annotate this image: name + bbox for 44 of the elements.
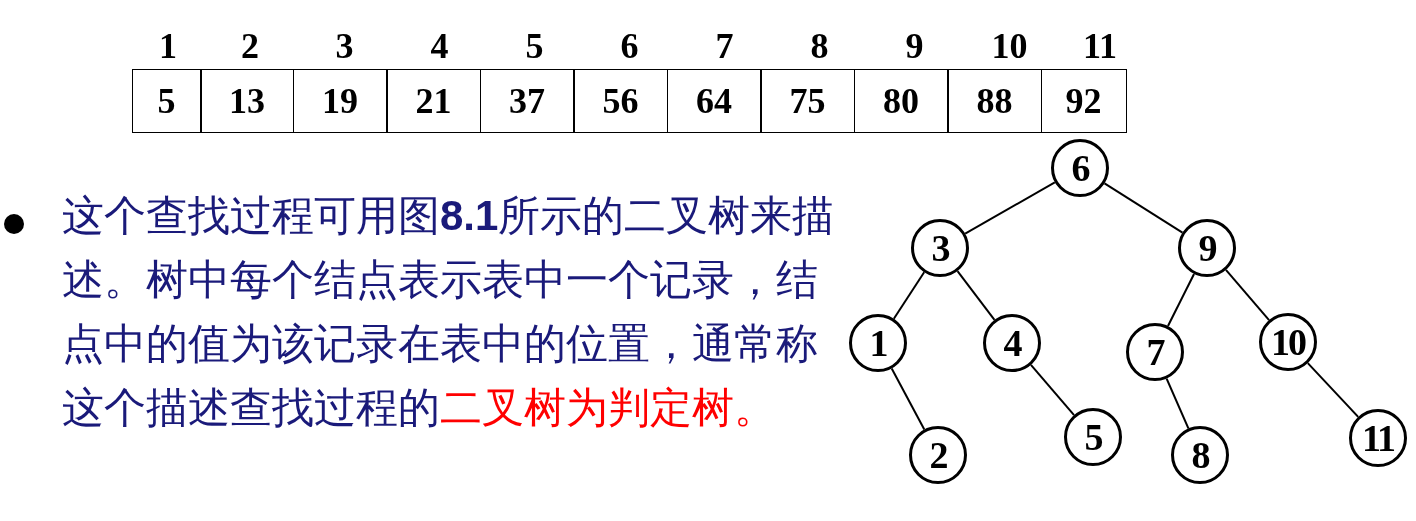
tree-node-circle: 5 bbox=[1064, 408, 1122, 466]
tree-node-circle: 7 bbox=[1126, 323, 1184, 381]
tree-edge bbox=[1224, 268, 1271, 322]
tree-edge bbox=[1165, 377, 1190, 430]
table-cell: 19 bbox=[292, 69, 388, 133]
table-cell: 5 bbox=[131, 69, 202, 133]
tree-node-circle: 9 bbox=[1178, 219, 1236, 277]
index-number: 7 bbox=[714, 28, 735, 64]
tree-edge bbox=[964, 181, 1056, 235]
tree-edge bbox=[1306, 362, 1360, 418]
tree-edge bbox=[1166, 272, 1196, 328]
index-number: 10 bbox=[990, 28, 1029, 64]
table-cell: 92 bbox=[1040, 69, 1127, 133]
index-number: 6 bbox=[619, 28, 640, 64]
tree-node-circle: 10 bbox=[1259, 313, 1317, 371]
tree-node-circle: 4 bbox=[983, 314, 1041, 372]
tree-node-circle: 1 bbox=[849, 314, 907, 372]
table-cell: 13 bbox=[200, 69, 294, 133]
tree-edge bbox=[1103, 182, 1184, 234]
table-cell: 21 bbox=[386, 69, 481, 133]
table-cell: 64 bbox=[666, 69, 762, 133]
tree-edge bbox=[956, 270, 996, 321]
tree-node-circle: 3 bbox=[911, 219, 969, 277]
tree-edge bbox=[892, 271, 926, 320]
tree-edge bbox=[1029, 363, 1076, 417]
tree-node-circle: 2 bbox=[909, 426, 967, 484]
index-number: 3 bbox=[334, 28, 355, 64]
index-number: 4 bbox=[429, 28, 450, 64]
table-cell: 56 bbox=[573, 69, 668, 133]
table-cell: 75 bbox=[760, 69, 855, 133]
tree-edge bbox=[890, 367, 926, 431]
tree-node-circle: 6 bbox=[1051, 139, 1109, 197]
table-cell: 80 bbox=[853, 69, 949, 133]
index-number: 5 bbox=[524, 28, 545, 64]
index-number: 1 bbox=[158, 28, 178, 64]
table-cell: 37 bbox=[479, 69, 575, 133]
index-number: 8 bbox=[809, 28, 830, 64]
index-number: 11 bbox=[1082, 28, 1118, 64]
tree-node-circle: 8 bbox=[1171, 426, 1229, 484]
paragraph: 这个查找过程可用图8.1所示的二叉树来描述。树中每个结点表示表中一个记录，结点中的值为该记录在表中的位置，通常称这个描述查找过程的二叉树为判定树。 bbox=[62, 190, 836, 434]
index-number: 9 bbox=[904, 28, 925, 64]
tree-node-circle: 11 bbox=[1349, 409, 1407, 467]
table-cell: 88 bbox=[947, 69, 1042, 133]
index-number: 2 bbox=[240, 28, 260, 64]
